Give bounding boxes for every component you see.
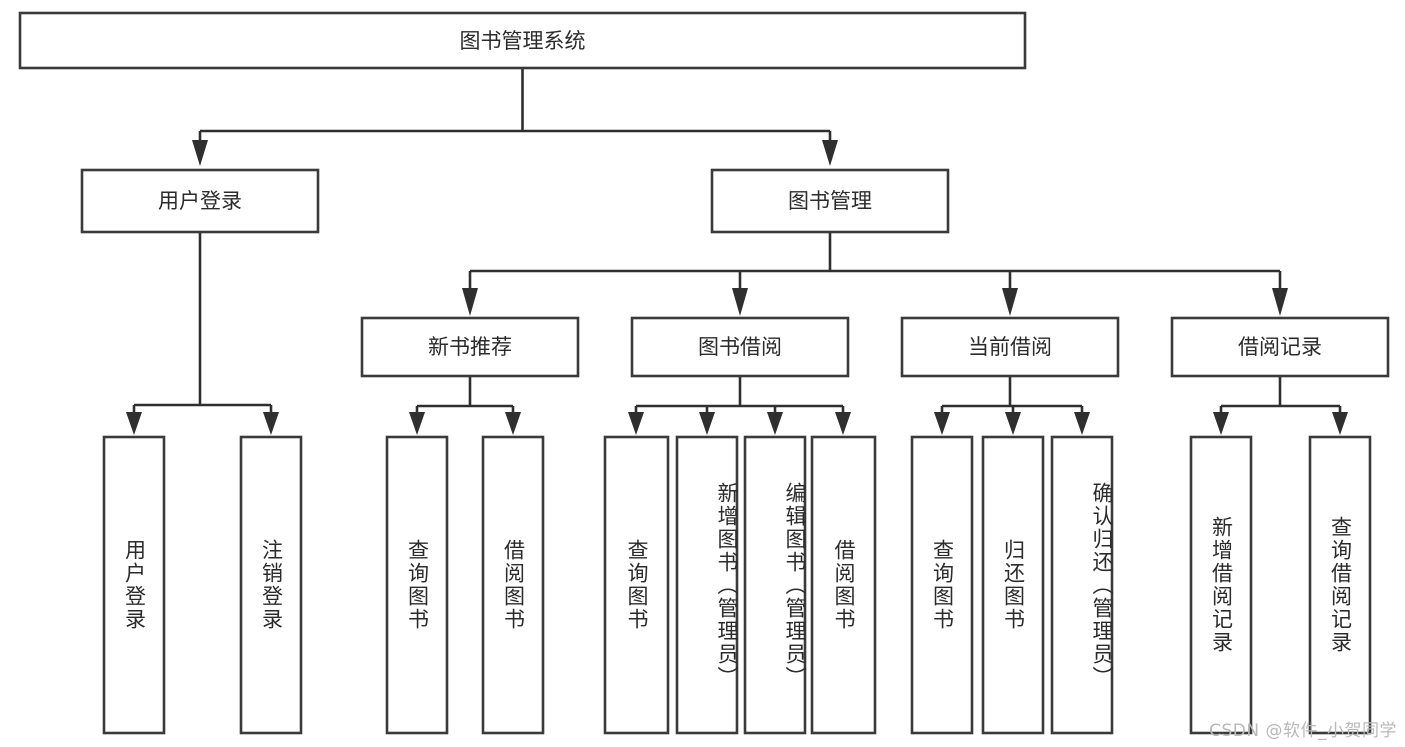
node-label-new-book-recommend: 新书推荐 — [428, 335, 512, 359]
arrow-userlogin-c1 — [126, 412, 142, 435]
csdn-watermark: CSDN @软件_小贺同学 — [1209, 721, 1397, 741]
node-box-root[interactable] — [18, 11, 1027, 70]
node-label-user-login: 用户登录 — [158, 189, 242, 213]
node-box-user-login[interactable] — [80, 168, 320, 234]
node-box-group — [18, 11, 1390, 735]
arrow-bw-c4 — [835, 412, 851, 435]
node-label-root: 图书管理系统 — [460, 29, 586, 53]
node-box-leaf-add-record[interactable] — [1189, 435, 1253, 735]
arrow-cur-c2 — [1005, 412, 1021, 435]
arrow-bm-c1 — [462, 288, 478, 316]
node-box-book-borrow[interactable] — [630, 316, 850, 378]
node-box-leaf-query-record[interactable] — [1308, 435, 1372, 735]
arrow-to-book-manage — [822, 140, 838, 166]
node-box-leaf-borrow-book-1[interactable] — [481, 435, 545, 735]
arrow-rec-c2 — [1332, 412, 1348, 435]
arrow-nb-c1 — [409, 412, 425, 435]
node-box-leaf-query-book-3[interactable] — [910, 435, 974, 735]
node-box-new-book-recommend[interactable] — [360, 316, 580, 378]
arrow-bm-c3 — [1002, 288, 1018, 316]
node-box-leaf-add-book[interactable] — [675, 435, 739, 735]
node-label-book-borrow: 图书借阅 — [698, 335, 782, 359]
node-box-leaf-query-book-2[interactable] — [603, 435, 670, 735]
node-box-leaf-confirm-return[interactable] — [1050, 435, 1114, 735]
arrow-cur-c1 — [934, 412, 950, 435]
node-box-leaf-borrow-book-2[interactable] — [810, 435, 877, 735]
node-box-leaf-logout[interactable] — [239, 435, 303, 735]
node-box-leaf-query-book-1[interactable] — [385, 435, 449, 735]
node-box-borrow-record[interactable] — [1170, 316, 1390, 378]
arrow-bw-c2 — [699, 412, 715, 435]
node-label-book-manage: 图书管理 — [788, 189, 872, 213]
arrow-cur-c3 — [1074, 412, 1090, 435]
arrow-nb-c2 — [505, 412, 521, 435]
node-box-leaf-user-login[interactable] — [102, 435, 166, 735]
arrow-bm-c4 — [1272, 288, 1288, 316]
node-label-current-borrow: 当前借阅 — [968, 335, 1052, 359]
arrow-userlogin-c2 — [263, 412, 279, 435]
arrow-bw-c1 — [628, 412, 644, 435]
node-label-borrow-record: 借阅记录 — [1238, 335, 1322, 359]
node-box-leaf-edit-book[interactable] — [743, 435, 807, 735]
arrow-to-user-login — [192, 140, 208, 166]
horizontal-label-group: 图书管理系统 用户登录 图书管理 新书推荐 图书借阅 当前借阅 借阅记录 — [158, 29, 1322, 359]
arrow-bw-c3 — [767, 412, 783, 435]
arrow-rec-c1 — [1213, 412, 1229, 435]
node-box-current-borrow[interactable] — [900, 316, 1120, 378]
arrow-bm-c2 — [732, 288, 748, 316]
node-box-book-manage[interactable] — [710, 168, 950, 234]
connector-group — [126, 68, 1348, 435]
node-box-leaf-return-book[interactable] — [981, 435, 1045, 735]
